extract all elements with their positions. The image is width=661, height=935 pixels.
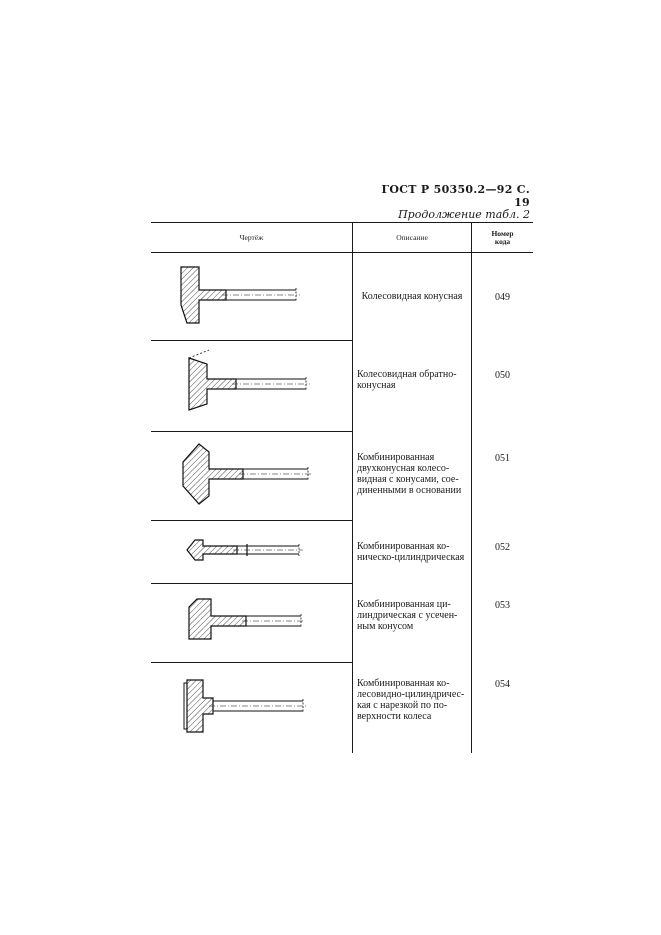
- description-cell: Колесовидная обратно- конусная: [352, 340, 472, 432]
- drawing-cell: [151, 583, 353, 663]
- code-value: 053: [495, 599, 510, 611]
- code-cell: 052: [472, 521, 534, 584]
- drawing-cell: [151, 340, 353, 432]
- table-row: Комбинированная ко- лесовидно-цилиндриче…: [151, 662, 534, 754]
- table-row: Колесовидная обратно- конусная 050: [151, 340, 534, 432]
- description-cell: Колесовидная конусная: [352, 252, 472, 341]
- description-text: Колесовидная обратно- конусная: [357, 368, 457, 391]
- drawing-cell: [151, 252, 353, 341]
- code-value: 050: [495, 369, 510, 381]
- drawing-cell: [151, 663, 353, 754]
- table-row: Комбинированная ци- линдрическая с усече…: [151, 583, 534, 663]
- description-text: Комбинированная ци- линдрическая с усече…: [357, 598, 458, 632]
- code-cell: 050: [472, 341, 534, 432]
- table-caption: Продолжение табл. 2: [398, 208, 530, 221]
- description-text: Колесовидная конусная: [361, 291, 463, 302]
- description-cell: Комбинированная ко- ническо-цилиндрическ…: [352, 520, 472, 584]
- code-cell: 051: [472, 432, 534, 521]
- combined-cylindrical-truncated-cone-drawing: [188, 598, 305, 640]
- code-value: 052: [495, 541, 510, 553]
- table-header-row: Чертёж Описание Номер кода: [151, 222, 533, 253]
- code-value: 049: [495, 292, 510, 303]
- page-header: ГОСТ Р 50350.2—92 С. 19: [381, 183, 530, 209]
- table-row: Комбинированная двухконусная колесо- вид…: [151, 431, 534, 521]
- description-cell: Комбинированная ци- линдрическая с усече…: [352, 583, 472, 663]
- table-row: Колесовидная конусная 049: [151, 252, 534, 341]
- column-header-code: Номер кода: [471, 222, 533, 253]
- column-header-description: Описание: [352, 222, 472, 253]
- code-value: 051: [495, 452, 510, 464]
- wheel-reverse-conical-drawing: [188, 349, 310, 411]
- combined-wheel-cylindrical-knurled-drawing: [183, 679, 307, 733]
- combined-conical-cylindrical-drawing: [186, 539, 303, 561]
- drawing-cell: [151, 520, 353, 584]
- combined-double-cone-drawing: [182, 443, 312, 505]
- description-text: Комбинированная ко- ническо-цилиндрическ…: [357, 540, 465, 563]
- description-text: Комбинированная двухконусная колесо- вид…: [357, 451, 462, 496]
- code-cell: 054: [472, 663, 534, 754]
- description-cell: Комбинированная двухконусная колесо- вид…: [352, 431, 472, 521]
- description-text: Комбинированная ко- лесовидно-цилиндриче…: [357, 677, 465, 722]
- drawing-cell: [151, 431, 353, 521]
- description-cell: Комбинированная ко- лесовидно-цилиндриче…: [352, 662, 472, 753]
- code-table: Чертёж Описание Номер кода Колесовидная …: [151, 222, 533, 753]
- table-row: Комбинированная ко- ническо-цилиндрическ…: [151, 520, 534, 584]
- code-cell: 053: [472, 584, 534, 663]
- code-cell: 049: [472, 253, 534, 341]
- column-header-drawing: Чертёж: [151, 222, 353, 253]
- code-value: 054: [495, 678, 510, 690]
- wheel-conical-drawing: [180, 266, 300, 324]
